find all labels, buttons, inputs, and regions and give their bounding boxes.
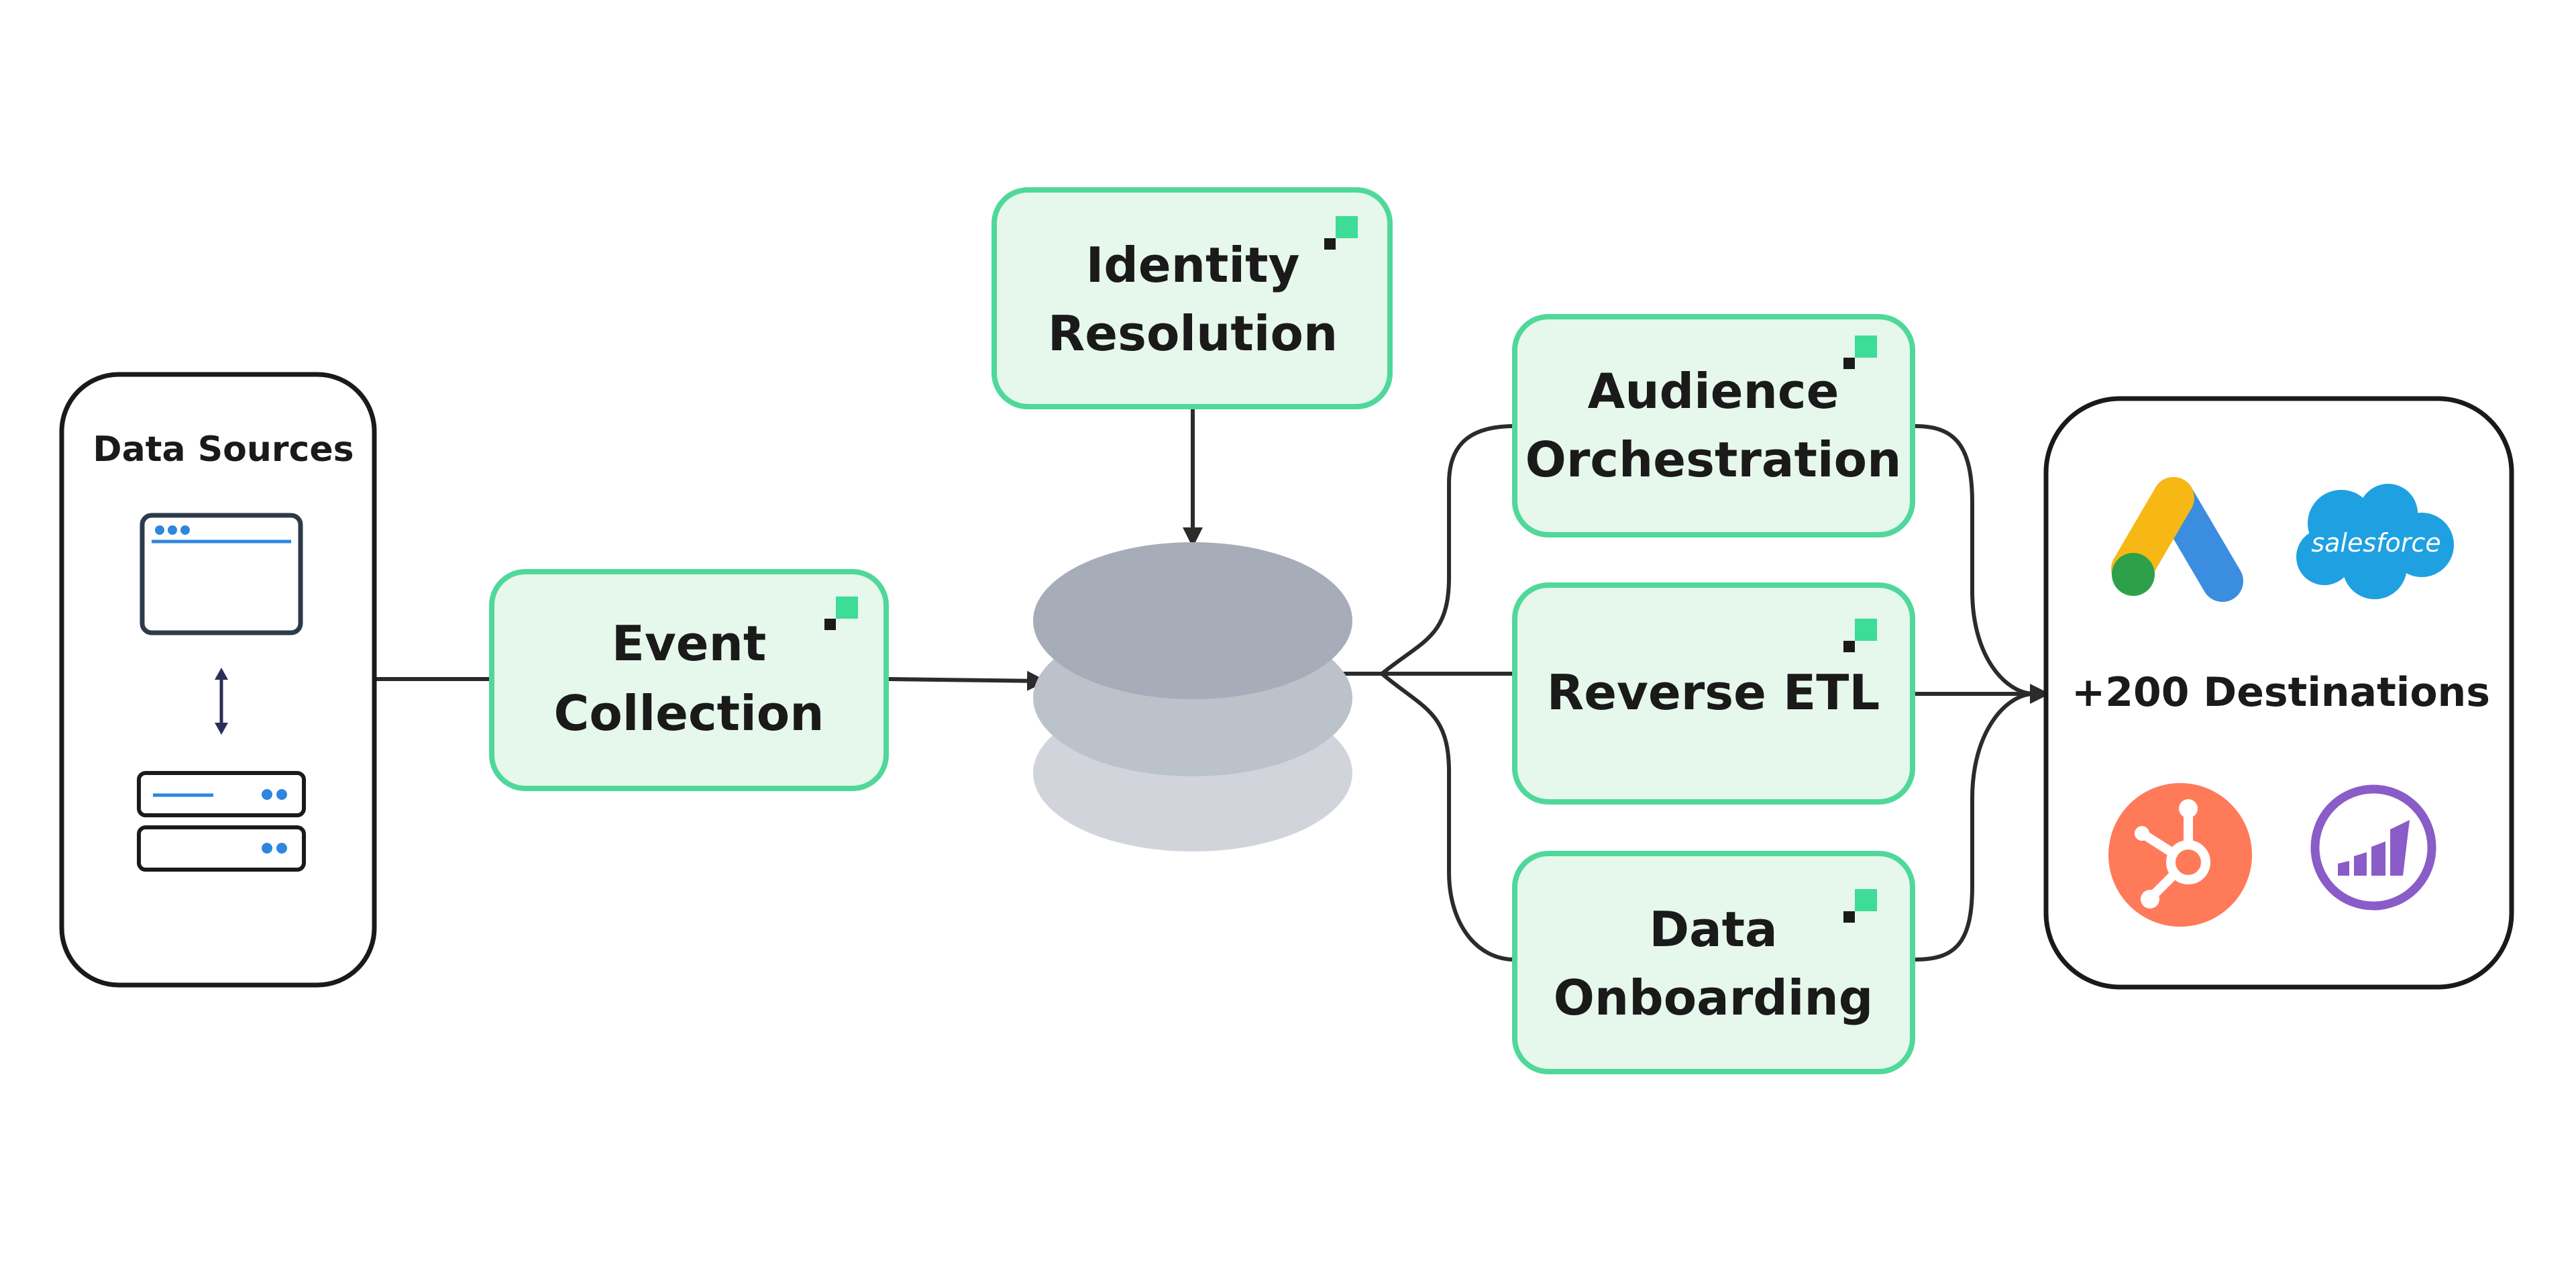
destinations-label: +200 Destinations <box>2072 669 2490 716</box>
identity-resolution-node: Identity Resolution <box>991 187 1393 409</box>
salesforce-logo-text: salesforce <box>2311 528 2440 558</box>
connectors <box>376 409 2050 962</box>
marketo-logo-icon <box>2310 784 2436 911</box>
identity-resolution-line2: Resolution <box>1048 305 1338 362</box>
server-icon <box>137 771 306 872</box>
event-collection-line2: Collection <box>554 685 824 741</box>
reverse-etl-label: Reverse ETL <box>1547 664 1880 721</box>
browser-window-icon <box>140 513 303 635</box>
brand-mark-icon <box>1843 336 1877 369</box>
connector-fan-to-audience <box>1381 424 1515 676</box>
destinations-panel: salesforce +200 Destinations <box>2043 396 2514 990</box>
brand-mark-icon <box>1843 889 1877 923</box>
connector-event-to-database <box>888 670 1047 691</box>
hubspot-logo-icon <box>2108 783 2252 927</box>
audience-orchestration-line1: Audience <box>1588 363 1839 419</box>
connector-audience-to-merge <box>1915 424 2033 696</box>
data-sources-panel: Data Sources <box>59 372 377 988</box>
connector-onboarding-to-merge <box>1915 692 2033 962</box>
data-onboarding-line1: Data <box>1649 901 1777 958</box>
salesforce-logo-icon: salesforce <box>2296 484 2454 599</box>
connector-fan-to-onboarding <box>1381 672 1515 962</box>
database-stack-icon <box>1033 542 1352 852</box>
brand-mark-icon <box>824 597 858 630</box>
event-collection-line1: Event <box>612 615 767 672</box>
audience-orchestration-line2: Orchestration <box>1525 431 1902 488</box>
audience-orchestration-node: Audience Orchestration <box>1512 314 1915 537</box>
data-sources-title: Data Sources <box>93 429 354 470</box>
data-onboarding-node: Data Onboarding <box>1512 851 1915 1074</box>
reverse-etl-node: Reverse ETL <box>1512 582 1915 805</box>
data-onboarding-line2: Onboarding <box>1554 970 1874 1026</box>
sync-arrows-icon <box>215 668 228 735</box>
google-ads-logo-icon <box>2111 477 2243 602</box>
brand-mark-icon <box>1324 216 1358 250</box>
brand-mark-icon <box>1843 619 1877 652</box>
event-collection-node: Event Collection <box>489 569 889 791</box>
identity-resolution-line1: Identity <box>1086 237 1300 293</box>
